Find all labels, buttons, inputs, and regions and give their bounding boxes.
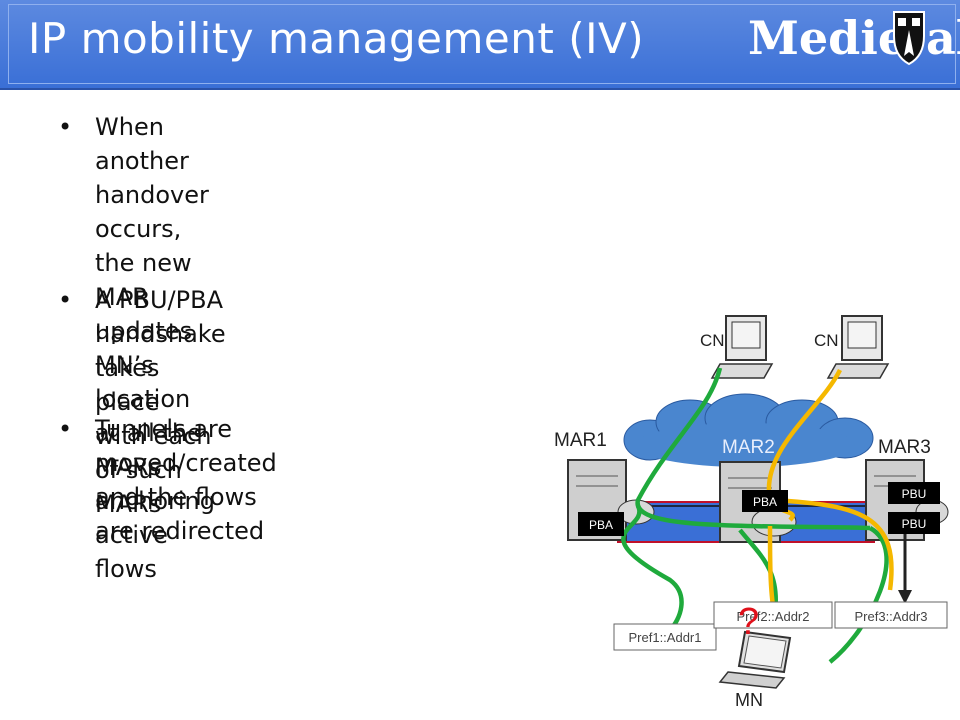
header-frame <box>8 4 956 84</box>
arrow-down-icon <box>898 590 912 604</box>
green-flow-mar3 <box>828 526 889 664</box>
pref3-box: Pref3::Addr3 <box>834 601 948 629</box>
mar1-label: MAR1 <box>554 430 607 451</box>
network-cloud <box>623 393 874 467</box>
pref2-text: Pref2::Addr2 <box>737 609 810 624</box>
pbu-mar3-top-text: PBU <box>902 487 927 501</box>
slide-title: IP mobility management (IV) <box>28 14 645 63</box>
logo-text-left: Medie <box>748 11 907 65</box>
medieval-logo: Medie al <box>748 11 960 66</box>
pbu-mar3-top-badge: PBU <box>888 482 940 504</box>
mar2-label: MAR2 <box>722 437 775 458</box>
pref1-text: Pref1::Addr1 <box>629 630 702 645</box>
cn-left-computer-icon <box>710 315 774 379</box>
pbu-mar3-bottom-badge: PBU <box>888 512 940 534</box>
question-mark: ? <box>738 601 759 643</box>
bullet-text: When another handover occurs, the new MA… <box>95 113 215 583</box>
pba-mar2-text: PBA <box>753 495 777 509</box>
yellow-flow-mar3 <box>771 497 894 591</box>
cn-right-computer-icon <box>826 315 890 379</box>
pba-mar1-badge: PBA <box>578 512 624 536</box>
slide-header: IP mobility management (IV) Medie al <box>0 0 960 90</box>
pba-mar1-text: PBA <box>589 518 613 532</box>
pref3-text: Pref3::Addr3 <box>855 609 928 624</box>
shield-icon <box>893 11 925 66</box>
cn-left-label: CN <box>700 331 725 350</box>
bullet-marker: • <box>58 415 73 443</box>
mn-label: MN <box>735 690 763 710</box>
cn-right-label: CN <box>814 331 839 350</box>
pref2-box: Pref2::Addr2 <box>713 601 833 629</box>
green-flow-mar2 <box>738 528 779 613</box>
bullet-text: A PBU/PBA handshake takes place with eac… <box>95 286 226 518</box>
pref1-box: Pref1::Addr1 <box>613 623 717 651</box>
logo-text-right: al <box>926 11 960 65</box>
mar3-label: MAR3 <box>878 437 931 458</box>
network-diagram: CN CN MAR1 MAR2 MAR3 PBA PBA PBU PBU Pre… <box>554 315 949 710</box>
yellow-flow-main <box>766 368 843 522</box>
bullet-marker: • <box>58 286 73 314</box>
bullet-marker: • <box>58 113 73 141</box>
green-flow-mn <box>621 504 684 632</box>
pbu-mar3-bottom-text: PBU <box>902 517 927 531</box>
mn-laptop-icon <box>718 630 792 689</box>
pba-mar2-badge: PBA <box>742 490 788 512</box>
bullet-text: Tunnels are moved/created and the flows … <box>95 415 277 545</box>
